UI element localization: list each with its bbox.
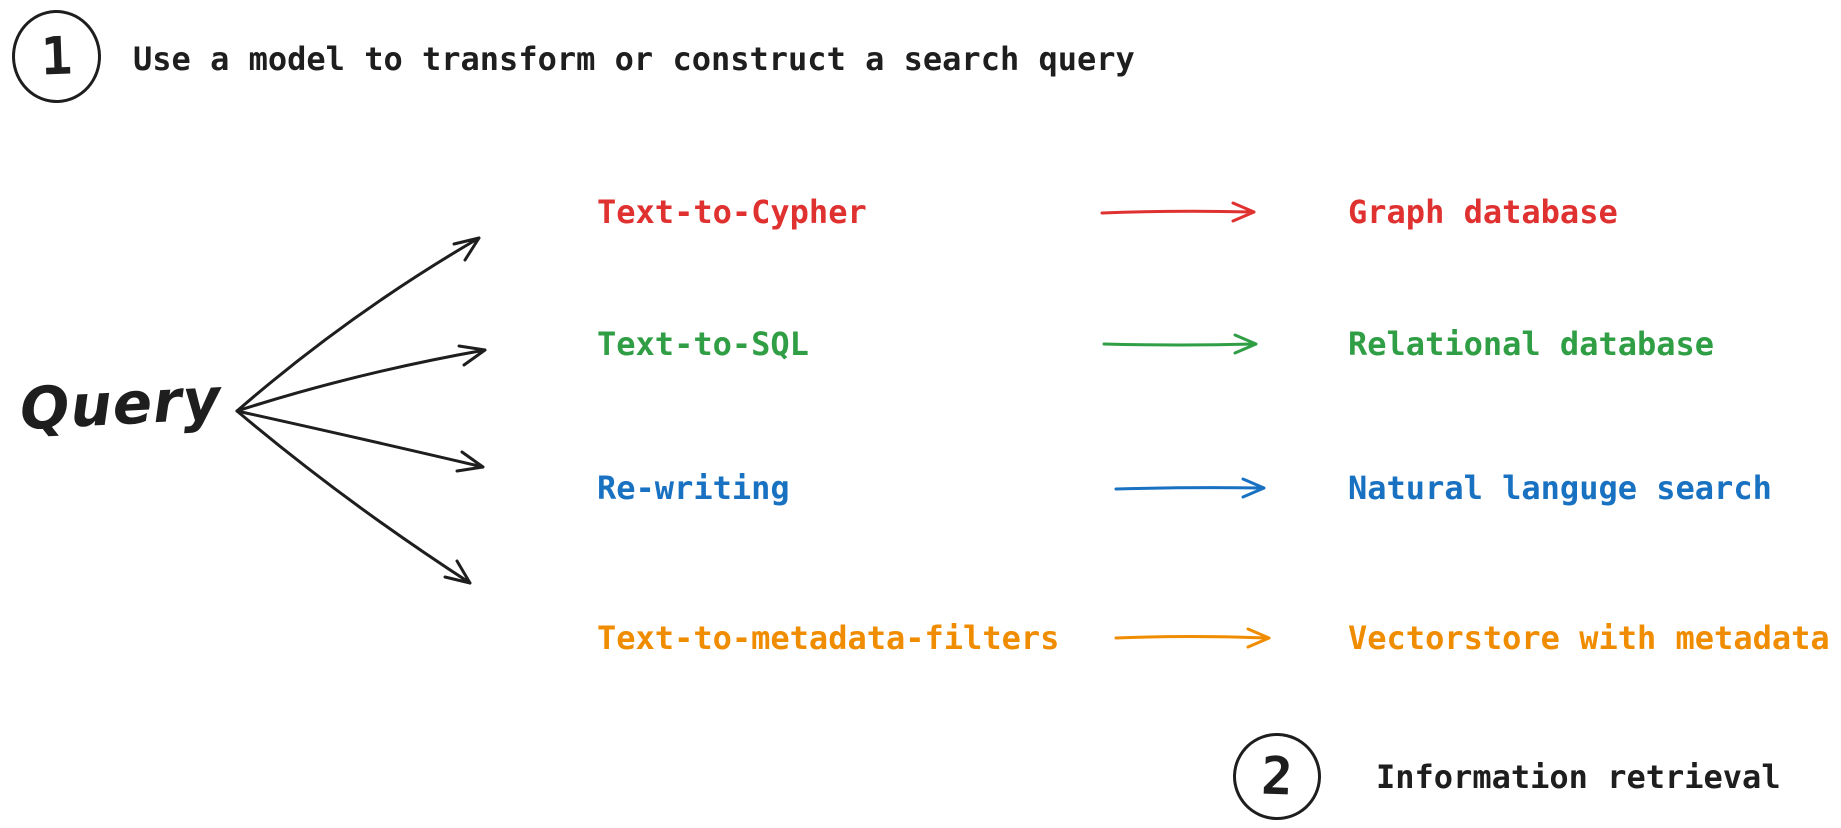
step-2-title: Information retrieval xyxy=(1376,758,1781,796)
method-label-text-to-metadata-filters: Text-to-metadata-filters xyxy=(597,619,1060,657)
right-arrow-icon xyxy=(1100,201,1256,223)
target-label-natural-language-search: Natural languge search xyxy=(1348,469,1772,507)
target-label-relational-database: Relational database xyxy=(1348,325,1715,363)
fan-arrows-icon xyxy=(235,236,487,585)
method-label-text-to-cypher: Text-to-Cypher xyxy=(597,193,867,231)
fan-arrow-4 xyxy=(235,409,472,585)
method-label-re-writing: Re-writing xyxy=(597,469,790,507)
target-label-graph-database: Graph database xyxy=(1348,193,1618,231)
fan-arrow-2 xyxy=(235,344,487,413)
method-label-text-to-sql: Text-to-SQL xyxy=(597,325,809,363)
target-label-vectorstore-with-metadata: Vectorstore with metadata xyxy=(1348,619,1830,657)
right-arrow-icon xyxy=(1102,333,1258,355)
step-2-number: 2 xyxy=(1260,745,1294,808)
step-1-badge: 1 xyxy=(10,8,103,105)
right-arrow-icon xyxy=(1114,627,1271,649)
right-arrow-icon xyxy=(1114,477,1266,499)
step-1-title: Use a model to transform or construct a … xyxy=(133,40,1135,78)
step-1-number: 1 xyxy=(39,25,74,88)
step-2-badge: 2 xyxy=(1231,731,1323,822)
fan-arrow-3 xyxy=(235,409,485,473)
fan-arrow-1 xyxy=(235,236,481,413)
query-label: Query xyxy=(18,364,223,444)
